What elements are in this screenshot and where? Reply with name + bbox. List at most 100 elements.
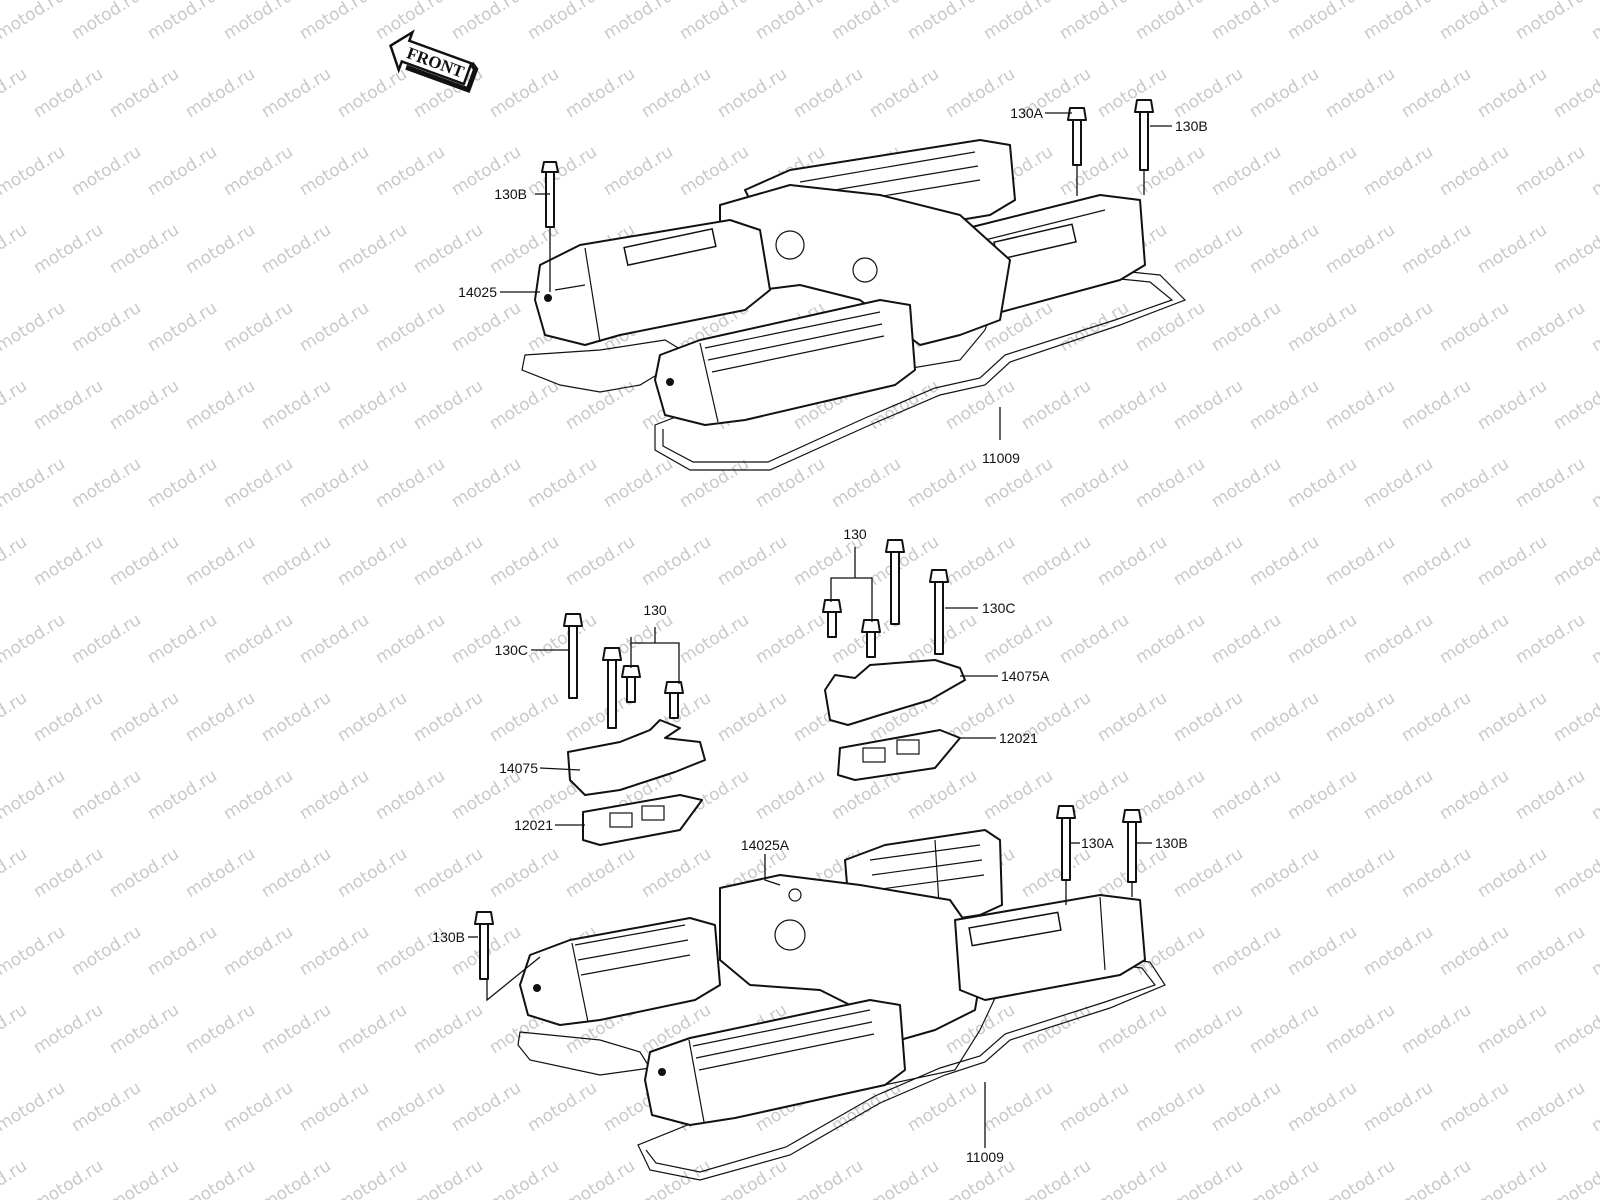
watermark-text: motod.ru <box>980 0 1057 44</box>
watermark-text: motod.ru <box>1284 142 1361 200</box>
callout-14025A: 14025A <box>741 837 790 853</box>
bolt-130-left-a <box>602 647 622 729</box>
watermark-text: motod.ru <box>1360 298 1437 356</box>
cam-cap-14075A <box>824 659 966 726</box>
watermark-text: motod.ru <box>1170 532 1247 590</box>
watermark-text: motod.ru <box>1018 532 1095 590</box>
watermark-text: motod.ru <box>1398 688 1475 746</box>
watermark-text: motod.ru <box>182 1000 259 1058</box>
watermark-text: motod.ru <box>220 298 297 356</box>
watermark-text: motod.ru <box>1322 844 1399 902</box>
watermark-text: motod.ru <box>448 610 525 668</box>
callout-130-left: 130 <box>643 602 667 618</box>
watermark-text: motod.ru <box>144 142 221 200</box>
watermark-text: motod.ru <box>1322 376 1399 434</box>
watermark-text: motod.ru <box>1360 142 1437 200</box>
watermark-text: motod.ru <box>106 1156 183 1200</box>
callout-11009-top: 11009 <box>982 450 1020 466</box>
watermark-text: motod.ru <box>1550 376 1600 434</box>
watermark-text: motod.ru <box>220 766 297 824</box>
watermark-text: motod.ru <box>0 0 69 44</box>
watermark-text: motod.ru <box>524 1078 601 1136</box>
watermark-text: motod.ru <box>1474 844 1551 902</box>
watermark-text: motod.ru <box>1056 610 1133 668</box>
watermark-text: motod.ru <box>1132 0 1209 44</box>
watermark-text: motod.ru <box>372 766 449 824</box>
valve-cover-14025 <box>534 219 771 346</box>
watermark-text: motod.ru <box>1208 142 1285 200</box>
watermark-text: motod.ru <box>296 610 373 668</box>
watermark-text: motod.ru <box>182 376 259 434</box>
watermark-text: motod.ru <box>182 1156 259 1200</box>
watermark-text: motod.ru <box>1018 376 1095 434</box>
watermark-text: motod.ru <box>1436 922 1513 980</box>
watermark-text: motod.ru <box>1588 142 1600 200</box>
watermark-text: motod.ru <box>752 766 829 824</box>
watermark-text: motod.ru <box>1056 142 1133 200</box>
watermark-text: motod.ru <box>220 610 297 668</box>
watermark-text: motod.ru <box>258 64 335 122</box>
watermark-text: motod.ru <box>1512 922 1589 980</box>
watermark-text: motod.ru <box>866 1156 943 1200</box>
watermark-text: motod.ru <box>524 610 601 668</box>
watermark-text: motod.ru <box>1284 766 1361 824</box>
watermark-text: motod.ru <box>1094 1156 1171 1200</box>
watermark-text: motod.ru <box>562 844 639 902</box>
watermark-text: motod.ru <box>1588 0 1600 44</box>
watermark-text: motod.ru <box>1512 766 1589 824</box>
watermark-text: motod.ru <box>334 1000 411 1058</box>
watermark-text: motod.ru <box>714 532 791 590</box>
watermark-text: motod.ru <box>144 922 221 980</box>
watermark-text: motod.ru <box>410 844 487 902</box>
watermark-text: motod.ru <box>30 220 107 278</box>
watermark-text: motod.ru <box>68 766 145 824</box>
watermark-text: motod.ru <box>144 766 221 824</box>
watermark-text: motod.ru <box>486 376 563 434</box>
watermark-text: motod.ru <box>1398 844 1475 902</box>
top-valve-cover-assembly: 130B 130A 130B 14025 11009 <box>458 99 1208 471</box>
watermark-text: motod.ru <box>1474 376 1551 434</box>
watermark-text: motod.ru <box>1398 64 1475 122</box>
watermark-text: motod.ru <box>752 454 829 512</box>
bottom-valve-cover-assembly: 130B 14025A 130A 130B 11009 <box>432 805 1188 1181</box>
callout-130B-bottom-left: 130B <box>432 929 465 945</box>
watermark-text: motod.ru <box>1246 844 1323 902</box>
valve-cover-front-left-bottom <box>519 917 721 1026</box>
watermark-text: motod.ru <box>296 298 373 356</box>
watermark-text: motod.ru <box>1322 1156 1399 1200</box>
watermark-text: motod.ru <box>1360 766 1437 824</box>
watermark-text: motod.ru <box>372 610 449 668</box>
watermark-text: motod.ru <box>1094 1000 1171 1058</box>
watermark-text: motod.ru <box>1588 454 1600 512</box>
valve-cover-front-right <box>654 299 916 426</box>
watermark-text: motod.ru <box>1588 298 1600 356</box>
watermark-text: motod.ru <box>372 298 449 356</box>
watermark-text: motod.ru <box>1474 220 1551 278</box>
watermark-text: motod.ru <box>334 64 411 122</box>
watermark-text: motod.ru <box>258 376 335 434</box>
watermark-text: motod.ru <box>410 532 487 590</box>
watermark-text: motod.ru <box>0 844 31 902</box>
watermark-text: motod.ru <box>106 688 183 746</box>
bolt-130A-top <box>1067 107 1087 166</box>
watermark-text: motod.ru <box>1322 532 1399 590</box>
watermark-text: motod.ru <box>1018 844 1095 902</box>
watermark-text: motod.ru <box>220 454 297 512</box>
callout-130C-left: 130C <box>495 642 528 658</box>
watermark-text: motod.ru <box>0 1000 31 1058</box>
watermark-text: motod.ru <box>106 844 183 902</box>
watermark-text: motod.ru <box>1360 1078 1437 1136</box>
watermark-text: motod.ru <box>1208 1078 1285 1136</box>
watermark-text: motod.ru <box>410 1000 487 1058</box>
bolt-130B-top-right <box>1134 99 1154 171</box>
watermark-text: motod.ru <box>1208 766 1285 824</box>
watermark-text: motod.ru <box>30 688 107 746</box>
gasket-11009-bottom-left <box>517 1031 651 1076</box>
watermark-text: motod.ru <box>334 376 411 434</box>
watermark-text: motod.ru <box>1056 0 1133 44</box>
watermark-text: motod.ru <box>106 1000 183 1058</box>
watermark-text: motod.ru <box>1094 376 1171 434</box>
watermark-text: motod.ru <box>1322 220 1399 278</box>
watermark-text: motod.ru <box>790 1156 867 1200</box>
watermark-text: motod.ru <box>182 220 259 278</box>
